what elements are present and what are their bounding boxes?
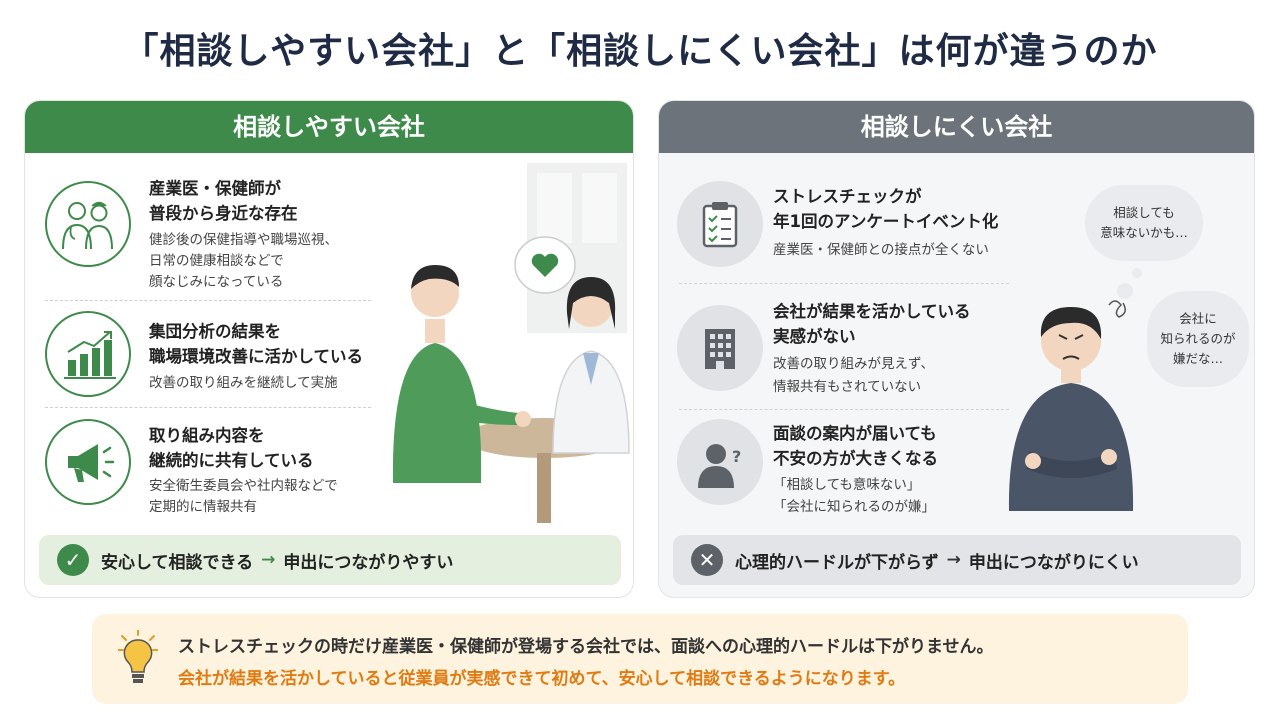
speech-bubble-heart (514, 236, 576, 294)
item-desc-line2: 情報共有もされていない (773, 379, 922, 395)
bubble-line2: 知られるのが (1160, 331, 1236, 346)
item-desc-line2: 「会社に知られるのが嫌」 (773, 499, 935, 515)
conclusion-box: ストレスチェックの時だけ産業医・保健師が登場する会社では、面談への心理的ハードル… (92, 614, 1188, 704)
check-icon: ✓ (57, 544, 89, 576)
item-title-line2: 実感がない (773, 327, 856, 346)
item-title-line1: 面談の案内が届いても (773, 424, 937, 443)
easy-consult-header: 相談しやすい会社 (25, 101, 633, 153)
item-desc-line1: 安全衛生委員会や社内報などで (149, 478, 338, 494)
item-desc-line2: 定期的に情報共有 (149, 499, 257, 515)
divider (45, 407, 371, 408)
item-title-line2: 普段から身近な存在 (149, 204, 298, 223)
item-title-line2: 継続的に共有している (149, 451, 314, 470)
bubble-line1: 相談しても (1113, 205, 1175, 220)
easy-consult-summary-bar: ✓ 安心して相談できる → 申出につながりやすい (39, 535, 621, 585)
worried-man-illustration (1008, 268, 1142, 511)
svg-text:?: ? (732, 447, 741, 466)
person-question-icon: ? (677, 419, 763, 505)
clipboard-checklist-icon (677, 181, 763, 267)
arrow-icon: → (946, 550, 961, 570)
item-title-line1: 取り組み内容を (149, 426, 265, 445)
item-desc-line1: 健診後の保健指導や職場巡視、 (149, 232, 338, 248)
arrow-icon: → (261, 550, 276, 570)
summary-text2: 申出につながりやすい (283, 552, 454, 573)
item-title-line2: 職場環境改善に活かしている (149, 347, 364, 366)
hard-consult-summary-bar: ✕ 心理的ハードルが下がらず → 申出につながりにくい (673, 535, 1241, 585)
thought-bubble-company-knows: 会社に 知られるのが 嫌だな… (1147, 291, 1249, 387)
easy-consult-panel: 相談しやすい会社 産業医・保健師が 普段から身近な存在 健診後の保健指導や職場巡… (24, 100, 634, 598)
divider (679, 283, 1009, 284)
item-desc-line1: 「相談しても意味ない」 (773, 477, 921, 493)
conclusion-line2: 会社が結果を活かしていると従業員が実感できて初めて、安心して相談できるようになり… (178, 669, 906, 689)
bar-chart-icon (45, 311, 131, 397)
thought-bubble-meaningless: 相談しても 意味ないかも… (1085, 185, 1203, 261)
lightbulb-icon (118, 630, 158, 683)
page-title: 「相談しやすい会社」と「相談しにくい会社」は何が違うのか (122, 31, 1158, 72)
megaphone-icon (45, 419, 131, 505)
doctor-nurse-icon (45, 181, 131, 267)
item-title-line2: 不安の方が大きくなる (773, 449, 938, 468)
divider (45, 300, 371, 301)
item-title-line2: 年1回のアンケートイベント化 (773, 212, 999, 231)
conclusion-line1: ストレスチェックの時だけ産業医・保健師が登場する会社では、面談への心理的ハードル… (178, 637, 994, 657)
bubble-line2: 意味ないかも… (1100, 225, 1188, 240)
office-building-icon (677, 305, 763, 391)
item-desc-line1: 産業医・保健師との接点が全くない (773, 242, 989, 258)
hard-consult-panel: 相談しにくい会社 ストレスチェックが 年1回のアンケートイベント化 産業医・保健… (658, 100, 1255, 598)
item-title-line1: 産業医・保健師が (149, 179, 281, 198)
summary-text2: 申出につながりにくい (968, 552, 1139, 573)
divider (679, 409, 1009, 410)
summary-text1: 安心して相談できる (101, 552, 254, 573)
item-desc-line1: 改善の取り組みを継続して実施 (149, 375, 338, 391)
item-title-line1: 会社が結果を活かしている (773, 302, 971, 321)
summary-text1: 心理的ハードルが下がらず (735, 552, 939, 573)
item-desc-line1: 改善の取り組みが見えず、 (773, 356, 935, 372)
bubble-line3: 嫌だな… (1172, 351, 1223, 366)
x-mark-icon: ✕ (691, 544, 723, 576)
item-desc-line2: 日常の健康相談などで (149, 253, 284, 269)
item-title-line1: ストレスチェックが (773, 187, 922, 206)
bubble-line1: 会社に (1179, 311, 1217, 326)
consultation-illustration (392, 163, 630, 523)
item-desc-line3: 顔なじみになっている (149, 274, 284, 290)
hard-consult-header: 相談しにくい会社 (659, 101, 1254, 153)
item-title-line1: 集団分析の結果を (149, 322, 281, 341)
